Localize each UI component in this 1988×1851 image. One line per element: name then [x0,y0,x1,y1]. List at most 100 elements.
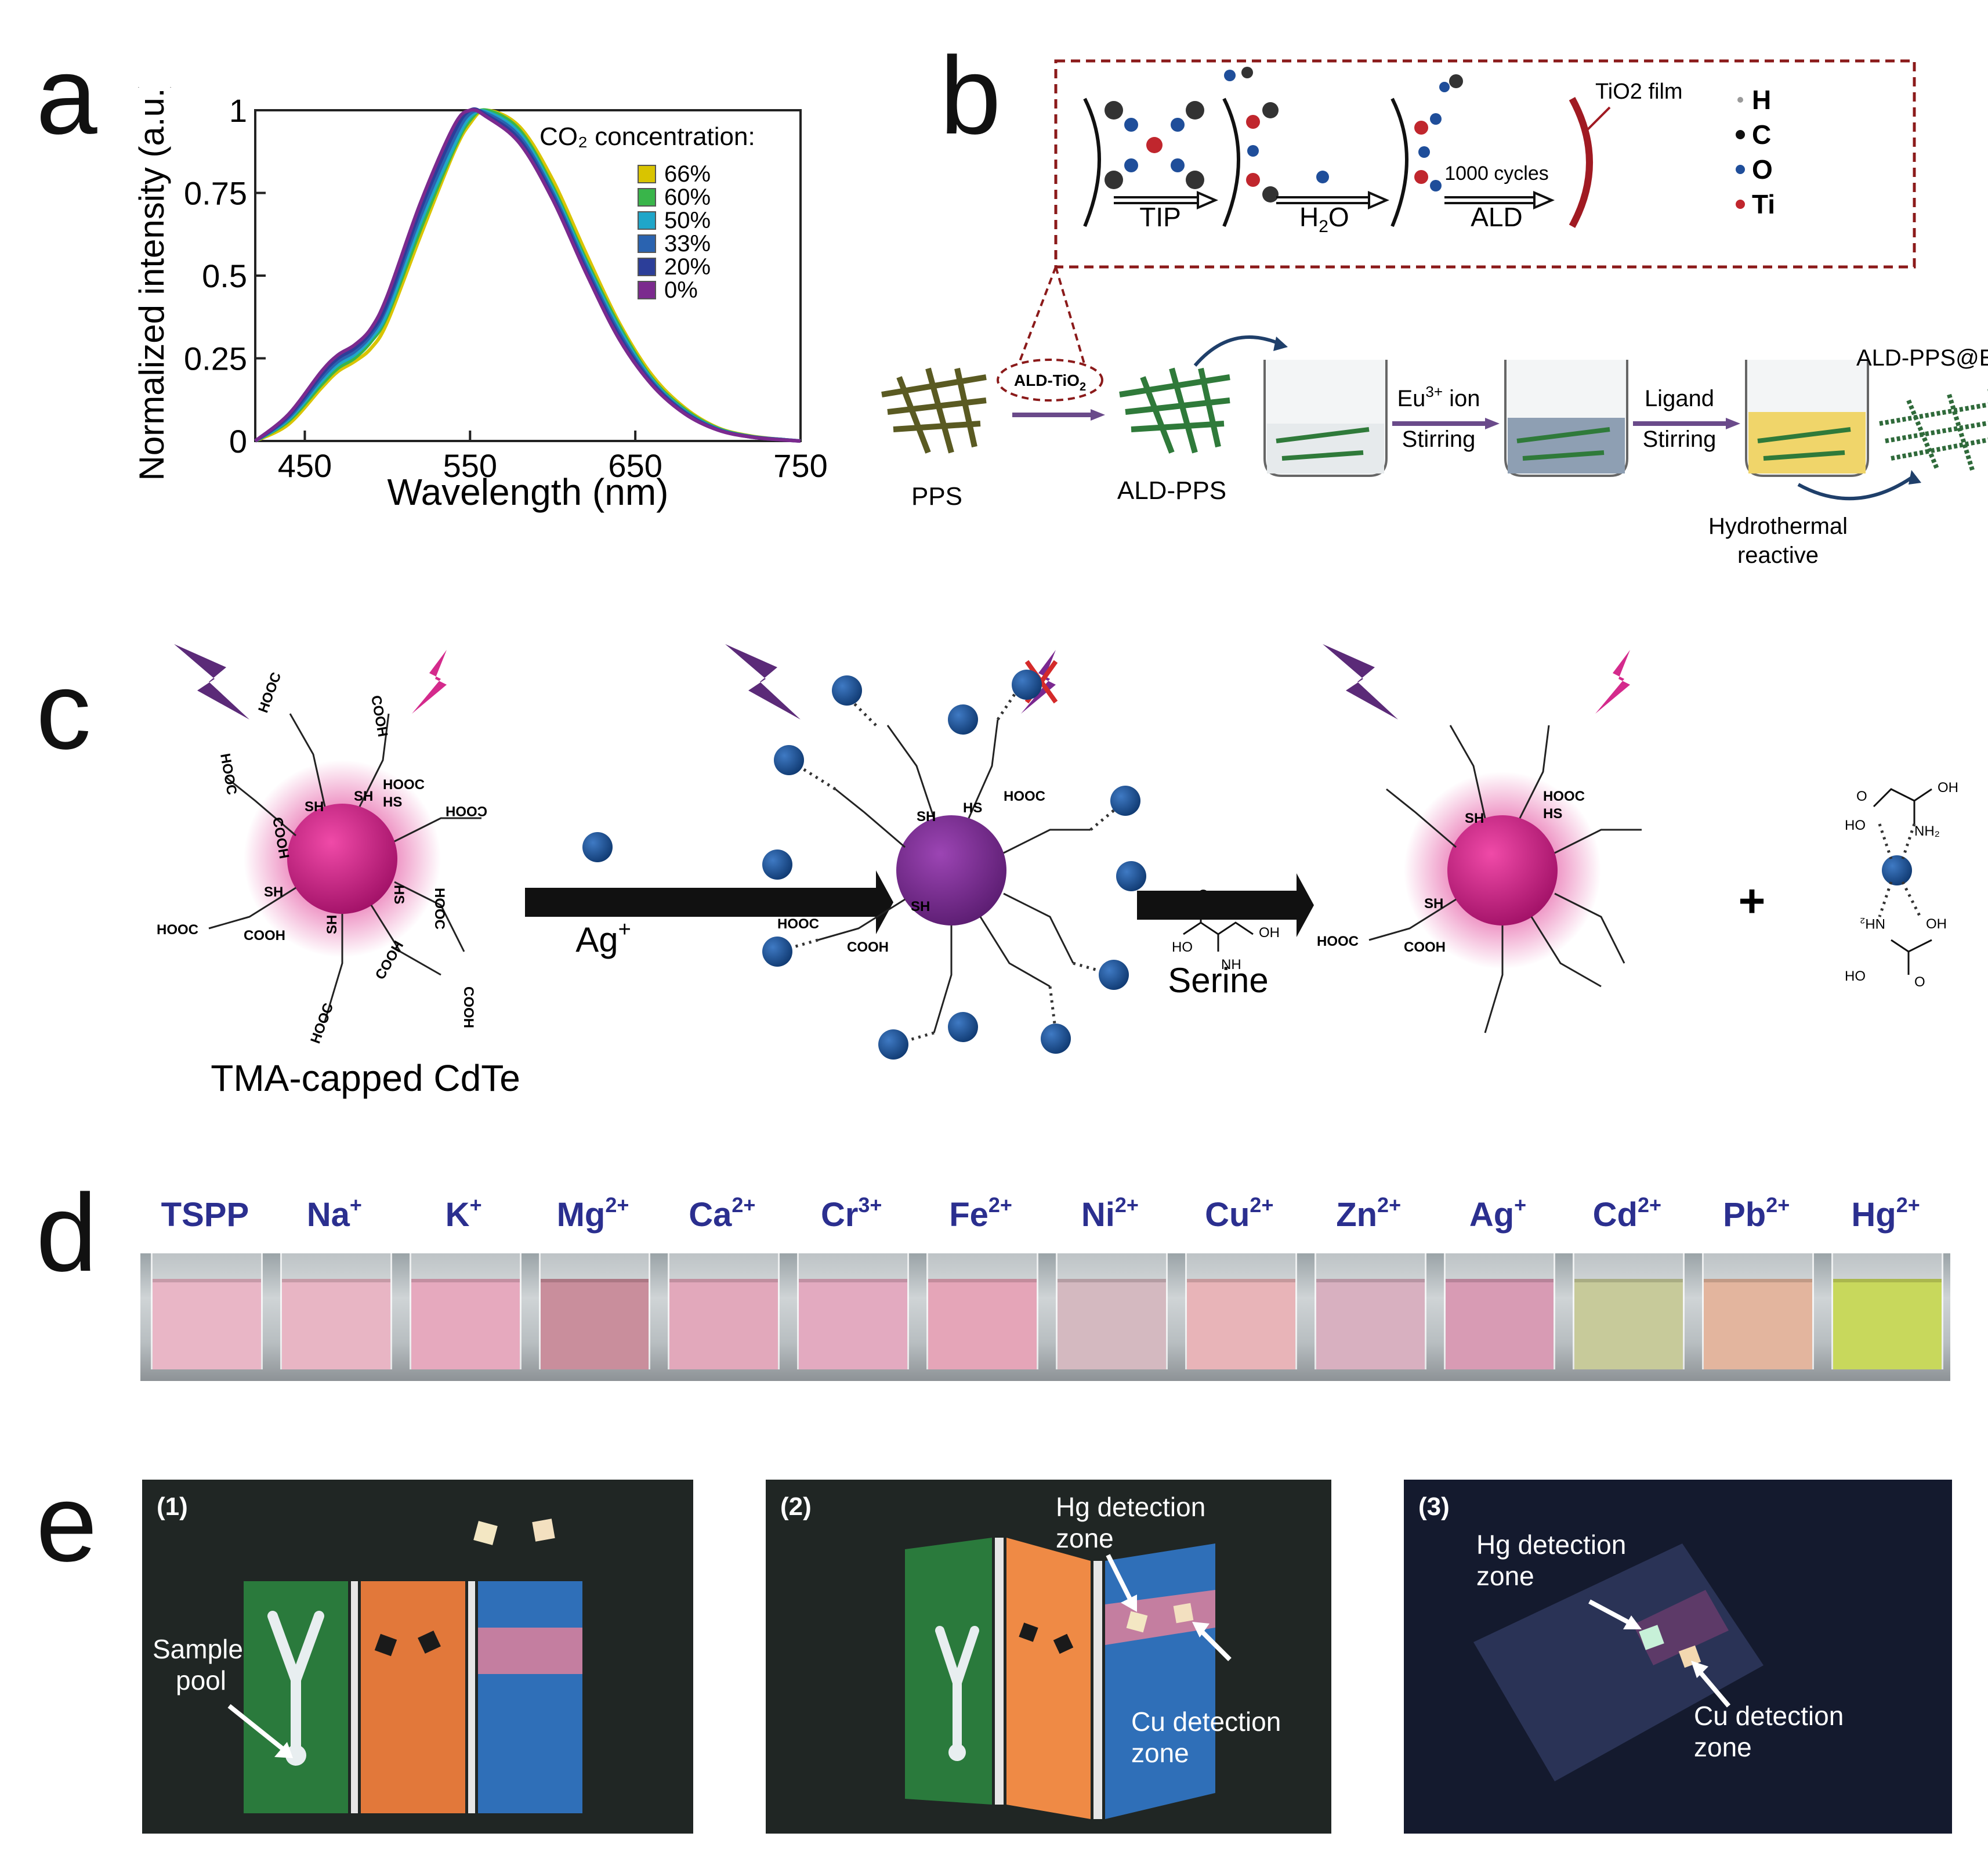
vial-solution [928,1279,1037,1369]
quenched-emission-icon [1021,650,1056,714]
panel-d-letter: d [36,1172,97,1295]
vial-solution [1058,1279,1166,1369]
ion-symbol: Na [306,1196,350,1234]
cdte-quantum-dot-fluorescent: HOOC COOH HOOC COOH SH SH HS HOOC COOH S… [157,644,487,1046]
stirring-label-2: Stirring [1643,426,1717,452]
product-label: ALD-PPS@Eu-MOF [1856,345,1988,371]
cdte-quantum-dot-quenched: SH HS HOOC SH COOH HOOC [725,644,1146,1060]
svg-text:NH₂: NH₂ [1914,823,1940,839]
ag-label: Ag+ [575,917,631,959]
cycles-label: 1000 cycles [1444,162,1549,185]
svg-text:C: C [1752,120,1771,150]
ion-charge: + [349,1193,362,1217]
vial [1443,1253,1556,1369]
svg-text:HS: HS [963,800,982,816]
tube-label: Fe2+ [923,1193,1039,1234]
tube-label: Cu2+ [1181,1193,1297,1234]
transfer-arrow [1193,335,1277,367]
ion-symbol: Mg [556,1196,606,1234]
svg-text:HOOC: HOOC [1543,789,1585,804]
svg-text:OH: OH [1926,916,1947,932]
ald-pps-label: ALD-PPS [1117,476,1226,505]
svg-text:Ti: Ti [1752,189,1775,219]
ion-charge: 2+ [732,1193,756,1217]
plot-frame [254,109,802,442]
film-pointer [1583,106,1611,135]
legend: 66%60%50%33%20%0% [638,161,711,303]
legend-label: 0% [664,277,698,303]
pointer-arrow-icon [227,1704,293,1758]
vial-solution [1316,1279,1425,1369]
series-line-60pct [254,108,801,443]
panel-c-letter: c [36,649,91,772]
y-channel-icon [267,1611,324,1766]
ald-pps-mesh [1119,367,1230,454]
ald-synthesis-scheme: TIP H2O 1000 cycles ALD TiO2 film H C O … [881,59,1988,568]
y-tick-label: 1 [229,92,247,129]
svg-text:NH: NH [1221,957,1241,973]
vial-solution [1704,1279,1813,1369]
silver-ion-icon [582,832,613,862]
tube-label: Pb2+ [1699,1193,1815,1234]
y-tick-label: 0.5 [202,258,247,294]
ion-charge: 3+ [858,1193,882,1217]
ion-symbol: Ni [1081,1196,1115,1234]
zoom-cone [1017,266,1086,366]
ion-symbol: Cd [1592,1196,1638,1234]
film-label: TiO2 film [1595,79,1683,104]
ion-symbol: Cr [820,1196,859,1234]
vial [1185,1253,1297,1369]
ion-charge: + [469,1193,482,1217]
substrate-bracket [1390,97,1408,227]
legend-label: 33% [664,231,711,256]
vial [797,1253,910,1369]
photo-tag: (2) [780,1492,812,1521]
excitation-flash-icon [174,644,249,720]
serine-label: Serine [1168,961,1268,1000]
svg-text:HS: HS [391,885,407,904]
emission-flash-icon [1595,650,1630,714]
vial [1573,1253,1685,1369]
legend-label: 60% [664,185,711,210]
legend-label: 20% [664,254,711,280]
tube-label: Na+ [276,1193,392,1234]
substrate-bracket [1083,97,1101,227]
ald-inset-box [1054,59,1916,269]
ion-symbol: Ag [1469,1196,1515,1234]
ion-symbol: Cu [1205,1196,1250,1234]
tip-arrow [1197,190,1219,210]
water-molecule [1316,171,1329,183]
svg-text:HOOC: HOOC [157,922,198,938]
legend-swatch [638,281,656,299]
beaker-3 [1745,360,1869,477]
tube-label: Hg2+ [1828,1193,1944,1234]
svg-text:HO: HO [1845,818,1866,833]
legend-swatch [638,258,656,276]
plus-sign: + [1739,875,1766,927]
grafted-tip-groups [1224,67,1279,203]
x-tick-label: 550 [443,447,497,484]
hydrothermal-arrow [1797,474,1915,501]
y-tick-label: 0.75 [184,175,247,212]
svg-text:COOH: COOH [461,986,476,1028]
tip-molecule [1105,101,1204,189]
svg-text:HOOC: HOOC [432,888,447,930]
series-line-66pct [254,108,801,443]
pps-mesh [881,367,987,454]
cdte-quantum-dot-restored: SH HS HOOC SH COOH HOOC [1317,644,1642,1033]
svg-text:HS: HS [1543,806,1562,822]
svg-text:OH: OH [1938,780,1958,796]
beaker-1 [1263,360,1388,477]
ion-charge: 2+ [1637,1193,1662,1217]
x-axis-label: Wavelength (nm) [388,471,669,513]
svg-text:COOH: COOH [446,803,487,819]
svg-text:COOH: COOH [847,939,889,955]
svg-text:HOOC: HOOC [307,1001,336,1046]
legend-swatch [638,234,656,253]
cdte-sensing-scheme: HOOC COOH HOOC COOH SH SH HS HOOC COOH S… [157,644,1958,1099]
pps-label: PPS [911,482,962,511]
